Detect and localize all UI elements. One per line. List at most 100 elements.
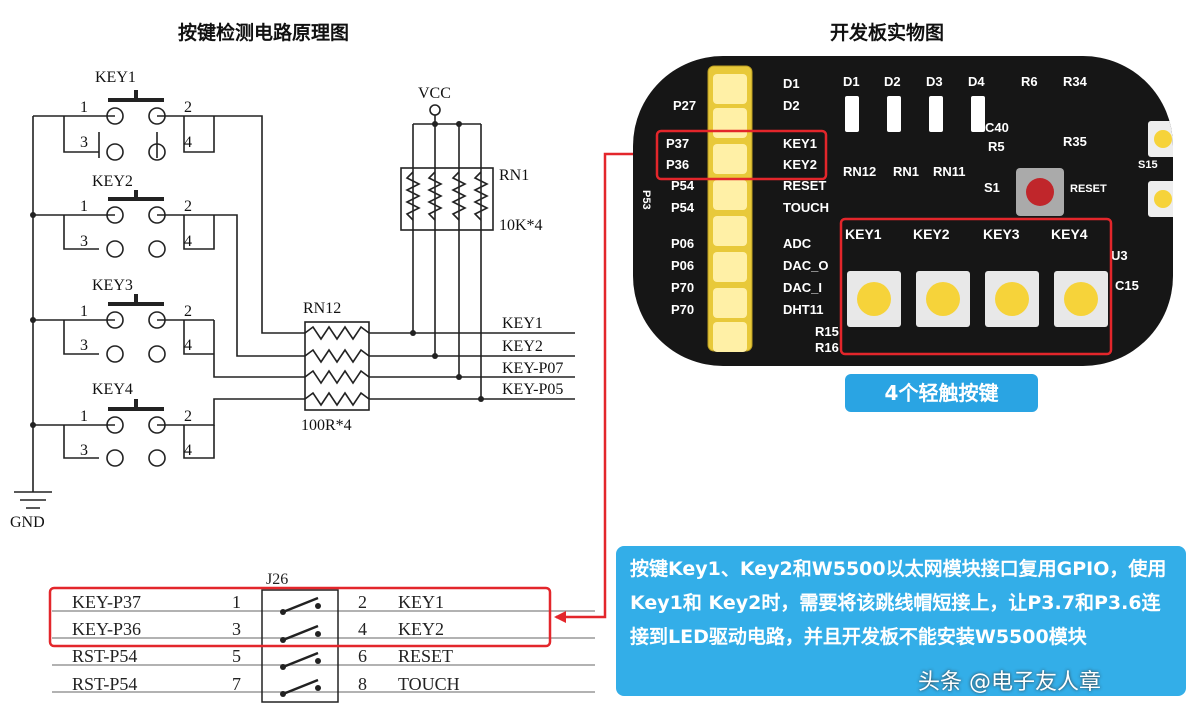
jumper-left: RST-P54: [72, 674, 137, 694]
header-left-label: P54: [671, 178, 695, 193]
header-right-label: KEY2: [783, 157, 817, 172]
pin-label: 1: [80, 303, 88, 320]
key-detect-schematic: KEY1 KEY2 KEY3 KEY4 1 2 3 4 1 2 3 4 1 2 …: [10, 69, 595, 703]
part-label: P53: [640, 190, 652, 210]
header-left-label: P36: [666, 157, 689, 172]
net-label: KEY2: [502, 338, 543, 355]
pin-label: 4: [184, 233, 192, 250]
net-label: KEY1: [502, 315, 543, 332]
header-right-label: KEY1: [783, 136, 817, 151]
rn1-resistors: [405, 171, 489, 221]
multiplex-note: 按键Key1、Key2和W5500以太网模块接口复用GPIO，使用Key1和 K…: [616, 546, 1186, 696]
header-left-label: P06: [671, 236, 694, 251]
pin-label: 2: [184, 408, 192, 425]
jumper-left: KEY-P36: [72, 619, 141, 639]
jumper-pin: 3: [232, 619, 241, 639]
pin-label: 4: [184, 442, 192, 459]
part-label: R6: [1021, 74, 1038, 89]
key1-label: KEY1: [95, 69, 136, 86]
keys-highlight: [839, 217, 1113, 356]
jumper-pin: 6: [358, 646, 367, 666]
part-label: RESET: [1070, 183, 1107, 195]
board-key-label: KEY2: [913, 226, 950, 242]
part-label: RN1: [893, 164, 919, 179]
jumper-right: KEY1: [398, 592, 444, 612]
jumper-pin: 8: [358, 674, 367, 694]
header-right-label: ADC: [783, 236, 812, 251]
jumper-pin: 2: [358, 592, 367, 612]
board-title: 开发板实物图: [830, 22, 945, 44]
jumper-right: TOUCH: [398, 674, 460, 694]
key2-label: KEY2: [92, 173, 133, 190]
pin-label: 2: [184, 303, 192, 320]
part-label: S1: [984, 180, 1000, 195]
board-key-label: KEY3: [983, 226, 1020, 242]
part-label: R34: [1063, 74, 1088, 89]
part-label: R16: [815, 340, 839, 355]
header-right-label: DHT11: [783, 302, 823, 317]
header-left-label: P06: [671, 258, 694, 273]
pin-label: 3: [80, 134, 88, 151]
vcc-label: VCC: [418, 85, 451, 102]
part-label: C15: [1115, 278, 1139, 293]
jumper-label: J26: [266, 571, 288, 588]
header-right-label: D1: [783, 76, 800, 91]
pin-label: 1: [80, 99, 88, 116]
pin-label: 4: [184, 134, 192, 151]
key3-switch: [33, 294, 305, 378]
header-left-label: P54: [671, 200, 695, 215]
rn1-box: [400, 167, 494, 231]
rn12-value: 100R*4: [301, 417, 352, 434]
pin-label: 4: [184, 337, 192, 354]
header-right-label: DAC_O: [783, 258, 829, 273]
gnd-symbol: [14, 491, 52, 509]
board-key-label: KEY1: [845, 226, 882, 242]
jumper-pin: 7: [232, 674, 241, 694]
header-left-label: P27: [673, 98, 696, 113]
pin-label: 2: [184, 99, 192, 116]
dev-board-photo: P27 P37 P36 P54 P54 P06 P06 P70 P70 D1 D…: [633, 56, 1173, 366]
key3-label: KEY3: [92, 277, 133, 294]
rn12-resistors: [304, 325, 370, 407]
jumper-left: KEY-P37: [72, 592, 141, 612]
led-label: D2: [884, 74, 901, 89]
pin-label: 3: [80, 233, 88, 250]
header-left-label: P70: [671, 302, 694, 317]
board-drawing: P27 P37 P36 P54 P54 P06 P06 P70 P70 D1 D…: [640, 65, 1173, 356]
rn12-label: RN12: [303, 300, 341, 317]
pin-label: 1: [80, 198, 88, 215]
header-right-label: RESET: [783, 178, 826, 193]
gnd-label: GND: [10, 514, 45, 531]
led-label: D1: [843, 74, 860, 89]
jumper-pin: 5: [232, 646, 241, 666]
jumper-left: RST-P54: [72, 646, 137, 666]
led-label: D3: [926, 74, 943, 89]
rn1-value: 10K*4: [499, 217, 543, 234]
jumper-highlight: [48, 586, 552, 648]
header-right-label: D2: [783, 98, 800, 113]
key1-switch: [33, 90, 305, 334]
part-label: S15: [1138, 159, 1158, 171]
key4-switch: [33, 398, 305, 467]
key4-label: KEY4: [92, 381, 133, 398]
part-label: R15: [815, 324, 839, 339]
part-label: RN11: [933, 164, 966, 179]
key2-switch: [33, 190, 305, 357]
rn1-label: RN1: [499, 167, 529, 184]
pin-label: 2: [184, 198, 192, 215]
schematic-title: 按键检测电路原理图: [178, 22, 350, 44]
watermark: 头条 @电子友人章: [918, 670, 1101, 695]
tactile-keys-badge: 4个轻触按键: [845, 374, 1038, 412]
header-right-label: TOUCH: [783, 200, 829, 215]
part-label: C40: [985, 120, 1009, 135]
part-label: U3: [1111, 248, 1128, 263]
vcc-terminal: [429, 104, 441, 116]
jumper-right: KEY2: [398, 619, 444, 639]
jumper-right: RESET: [398, 646, 453, 666]
board-key-label: KEY4: [1051, 226, 1088, 242]
part-label: R5: [988, 139, 1005, 154]
net-label: KEY-P05: [502, 381, 563, 398]
part-label: RN12: [843, 164, 876, 179]
header-left-label: P70: [671, 280, 694, 295]
rn12-box: [304, 321, 370, 411]
